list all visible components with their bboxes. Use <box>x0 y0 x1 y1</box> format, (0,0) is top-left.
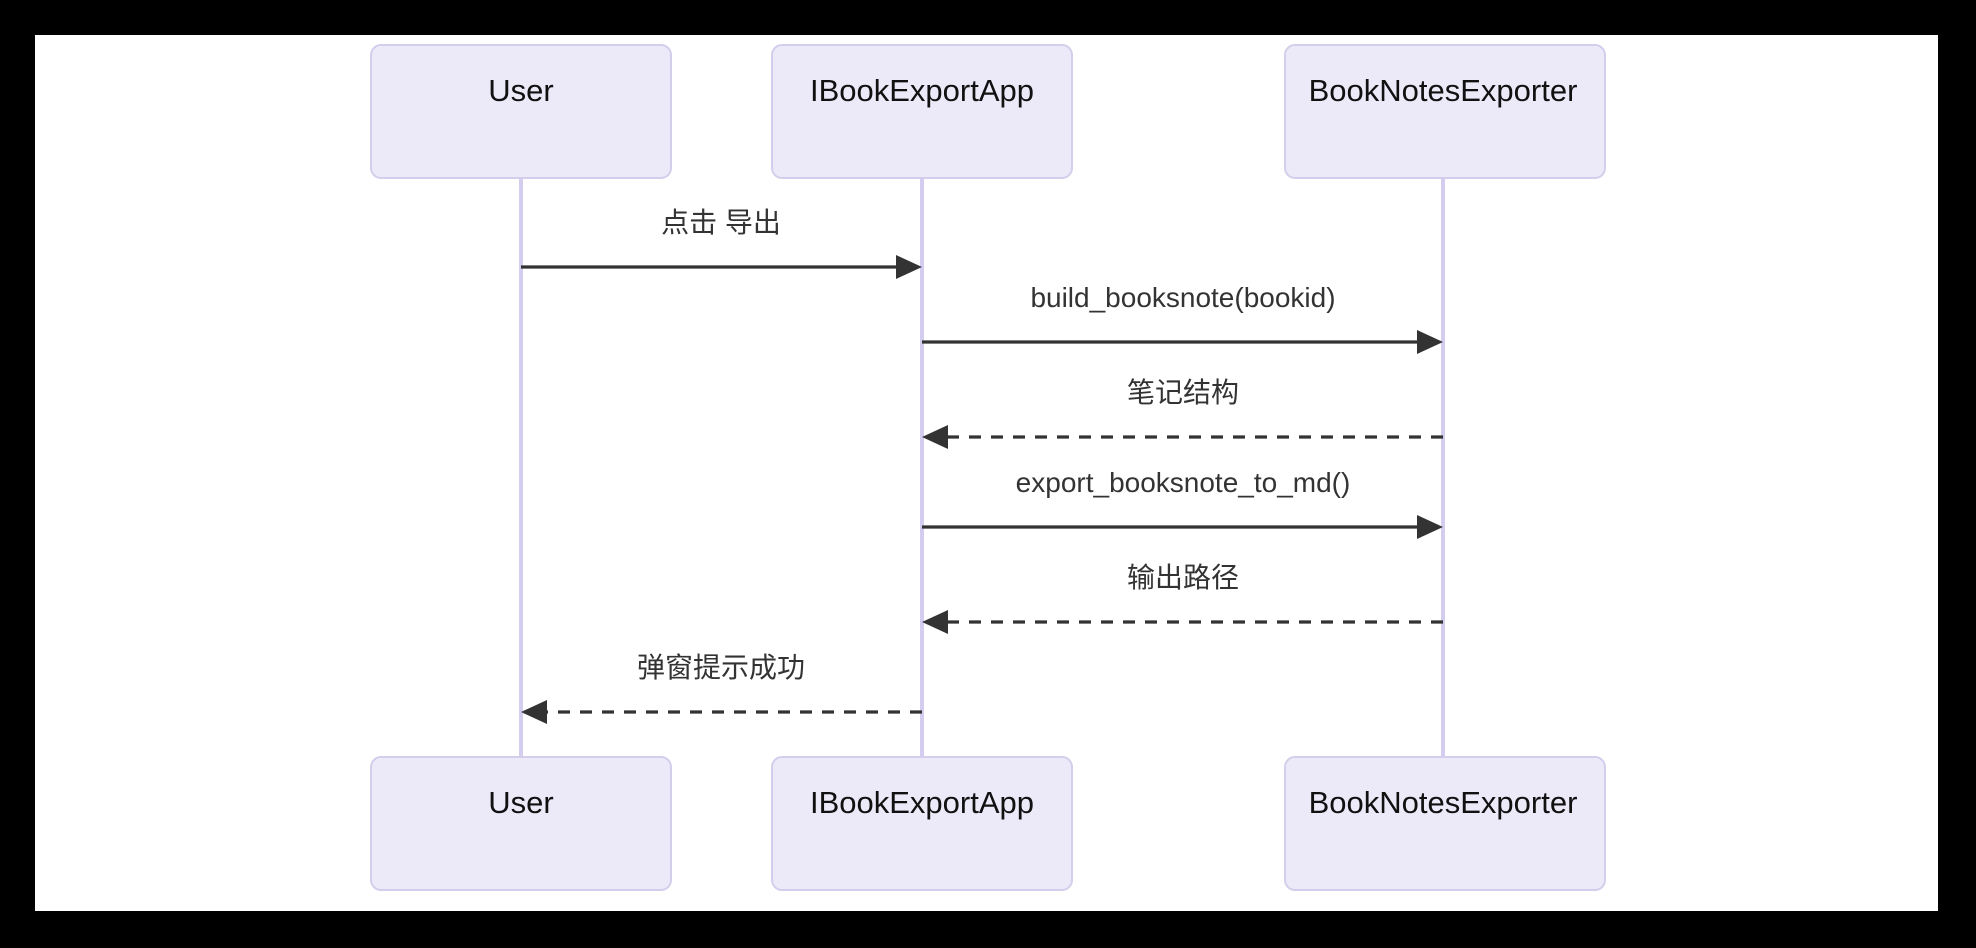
message-5-label: 输出路径 <box>1127 562 1239 593</box>
participant-box-exporter-bottom[interactable]: BookNotesExporter <box>1284 756 1606 891</box>
sequence-diagram-svg: User IBookExportApp BookNotesExporter 点击… <box>370 44 1606 891</box>
participant-label-app-top: IBookExportApp <box>810 73 1034 108</box>
participant-rect <box>370 756 672 891</box>
participant-label-user-bottom: User <box>488 785 553 820</box>
message-4-arrowhead <box>1417 515 1443 539</box>
message-1[interactable]: 点击 导出 <box>521 207 922 279</box>
participant-box-user-bottom[interactable]: User <box>370 756 672 891</box>
message-1-label: 点击 导出 <box>661 207 781 238</box>
message-5-arrowhead <box>922 610 948 634</box>
message-6-label: 弹窗提示成功 <box>637 652 805 683</box>
participant-rect <box>1284 756 1606 891</box>
message-3[interactable]: 笔记结构 <box>922 377 1443 449</box>
participant-box-exporter-top[interactable]: BookNotesExporter <box>1284 44 1606 179</box>
participant-box-app-top[interactable]: IBookExportApp <box>771 44 1073 179</box>
message-5[interactable]: 输出路径 <box>922 562 1443 634</box>
message-1-arrowhead <box>896 255 922 279</box>
message-2[interactable]: build_booksnote(bookid) <box>922 282 1443 354</box>
message-4[interactable]: export_booksnote_to_md() <box>922 467 1443 539</box>
participant-label-exporter-bottom: BookNotesExporter <box>1309 785 1578 820</box>
message-6[interactable]: 弹窗提示成功 <box>521 652 922 724</box>
bottom-participants-group: User IBookExportApp BookNotesExporter <box>370 756 1606 891</box>
participant-rect <box>771 756 1073 891</box>
diagram-canvas: User IBookExportApp BookNotesExporter 点击… <box>35 35 1938 911</box>
top-participants-group: User IBookExportApp BookNotesExporter <box>370 44 1606 179</box>
message-6-arrowhead <box>521 700 547 724</box>
message-4-label: export_booksnote_to_md() <box>1016 467 1351 498</box>
participant-box-app-bottom[interactable]: IBookExportApp <box>771 756 1073 891</box>
message-3-label: 笔记结构 <box>1127 377 1239 408</box>
message-2-arrowhead <box>1417 330 1443 354</box>
participant-rect <box>771 44 1073 179</box>
participant-rect <box>370 44 672 179</box>
lifelines-group <box>519 178 1445 757</box>
participant-label-app-bottom: IBookExportApp <box>810 785 1034 820</box>
participant-label-exporter-top: BookNotesExporter <box>1309 73 1578 108</box>
participant-label-user-top: User <box>488 73 553 108</box>
participant-rect <box>1284 44 1606 179</box>
message-2-label: build_booksnote(bookid) <box>1030 282 1335 313</box>
participant-box-user-top[interactable]: User <box>370 44 672 179</box>
message-3-arrowhead <box>922 425 948 449</box>
